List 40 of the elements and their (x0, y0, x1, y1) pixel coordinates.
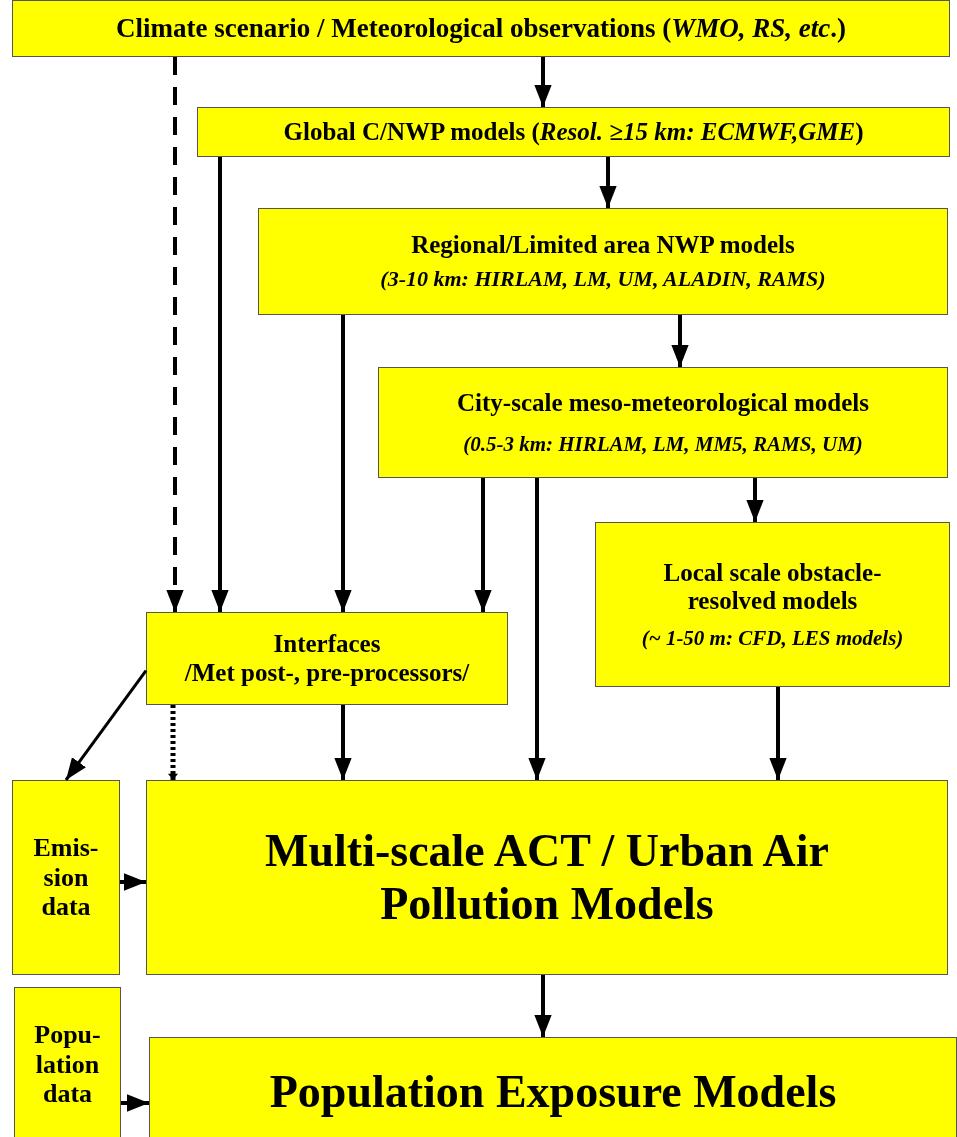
model-box (378, 367, 948, 478)
arrow (474, 478, 492, 612)
box-title: Local scale obstacle- resolved models (662, 558, 883, 617)
arrow (334, 315, 352, 612)
arrow (534, 975, 552, 1037)
model-box (595, 522, 950, 687)
model-box (146, 780, 948, 975)
model-box (146, 612, 508, 705)
box-title: Climate scenario / Meteorological observations (WMO, RS, etc.) (116, 12, 846, 44)
arrow (334, 705, 352, 780)
box-subtitle: /Met post-, pre-processors/ (184, 658, 470, 688)
arrow (64, 669, 148, 781)
arrow (599, 157, 617, 208)
model-box (149, 1037, 957, 1137)
box-subtitle: (~ 1-50 m: CFD, LES models) (641, 626, 904, 651)
data-box (12, 780, 120, 975)
box-title: Multi-scale ACT / Urban Air Pollution Models (264, 824, 830, 931)
box-subtitle: (0.5-3 km: HIRLAM, LM, MM5, RAMS, UM) (463, 431, 863, 456)
arrow (168, 705, 178, 780)
arrow (211, 157, 229, 612)
arrow (769, 687, 787, 780)
arrow (534, 57, 552, 107)
box-title: Popu- lation data (33, 1019, 102, 1110)
box-subtitle: (3-10 km: HIRLAM, LM, UM, ALADIN, RAMS) (380, 266, 826, 292)
arrow (121, 1094, 149, 1112)
box-title: Population Exposure Models (269, 1065, 837, 1119)
arrow (671, 315, 689, 367)
model-box (258, 208, 948, 315)
box-title: Global C/NWP models (Resol. ≥15 km: ECMWF,GME) (283, 117, 864, 147)
model-box (12, 0, 950, 57)
model-box (197, 107, 950, 157)
box-title: Regional/Limited area NWP models (411, 231, 795, 261)
arrow (528, 478, 546, 780)
arrow (746, 478, 764, 522)
box-title: Emis- sion data (32, 832, 100, 923)
arrow (166, 57, 184, 612)
data-box (14, 987, 121, 1137)
arrow (120, 873, 146, 891)
box-title: Interfaces (273, 629, 381, 659)
box-title: City-scale meso-meteorological models (457, 389, 869, 418)
